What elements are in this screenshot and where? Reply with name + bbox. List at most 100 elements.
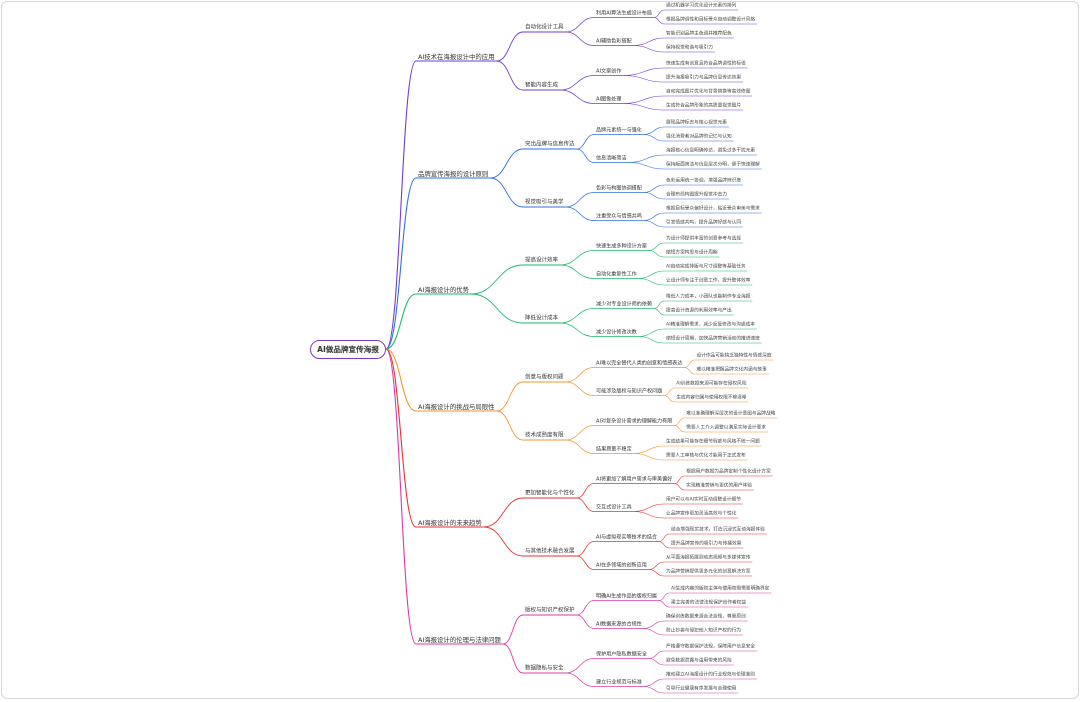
leaf-node[interactable]: 自动完成图片优化与背景替换等高效修图 xyxy=(666,89,751,95)
leaf-node[interactable]: 快速生成有创意且符合品牌调性的标语 xyxy=(666,61,746,67)
leaf-node[interactable]: 从平面海报拓展到动态视频与多媒体宣传 xyxy=(666,555,751,561)
subtopic-node[interactable]: 技术成熟度有限 xyxy=(525,432,564,439)
leaf-node[interactable]: 提升品牌宣传的吸引力与传播效果 xyxy=(671,541,742,547)
topic-node[interactable]: AI与虚拟现实等技术的结合 xyxy=(596,534,658,541)
leaf-node[interactable]: 根据用户数据为品牌定制个性化设计方案 xyxy=(686,469,771,475)
leaf-node[interactable]: 海报核心信息明确传达，避免过多干扰元素 xyxy=(666,148,756,154)
leaf-node[interactable]: 生成符合品牌形象的高质量视觉图片 xyxy=(666,103,742,109)
leaf-node[interactable]: 需要人工审核与优化才能用于正式发布 xyxy=(666,453,746,459)
leaf-node[interactable]: 保持视觉和谐与吸引力 xyxy=(666,45,713,51)
topic-node[interactable]: 快速生成多种设计方案 xyxy=(596,243,647,250)
branch-node[interactable]: AI海报设计的挑战与局限性 xyxy=(418,402,495,411)
connector-line xyxy=(643,678,665,687)
root-node[interactable]: AI做品牌宣传海报 xyxy=(310,340,386,359)
subtopic-node[interactable]: 降低设计成本 xyxy=(525,315,559,322)
subtopic-node[interactable]: 突出品牌与信息传达 xyxy=(525,141,575,148)
branch-node[interactable]: AI技术在海报设计中的应用 xyxy=(418,52,495,61)
leaf-node[interactable]: 为品牌营销提供更多元化的创意解决方案 xyxy=(666,569,751,575)
connector-line xyxy=(385,293,417,350)
subtopic-node[interactable]: 更加智能化与个性化 xyxy=(525,490,575,497)
topic-node[interactable]: AI辅助色彩搭配 xyxy=(596,38,632,45)
leaf-node[interactable]: 通过机器学习优化设计元素的排列 xyxy=(666,3,737,9)
leaf-node[interactable]: 为设计师提供丰富的创意参考与选择 xyxy=(666,236,742,242)
connector-line xyxy=(648,250,665,258)
leaf-node[interactable]: 需要人工介入调整以满足实际设计要求 xyxy=(686,425,766,431)
leaf-node[interactable]: 强化消费者对品牌的记忆与认知 xyxy=(666,134,732,140)
topic-node[interactable]: AI将更加了解用户需求与审美偏好 xyxy=(596,476,673,483)
branch-node[interactable]: 品牌宣传海报的设计原则 xyxy=(418,169,489,178)
topic-node[interactable]: AI难以完全替代人类的创意和情感表达 xyxy=(596,360,683,367)
branch-node[interactable]: AI海报设计的伦理与法律问题 xyxy=(418,635,501,644)
leaf-node[interactable]: 避免数据泄露与滥用带来的风险 xyxy=(666,658,732,664)
branch-node[interactable]: AI海报设计的未来趋势 xyxy=(418,518,482,527)
subtopic-node[interactable]: 自动化设计工具 xyxy=(525,24,564,31)
leaf-node[interactable]: 降低人力成本，小团队也能制作专业海报 xyxy=(666,294,751,300)
topic-node[interactable]: AI在多领域的创新应用 xyxy=(596,562,647,569)
leaf-node[interactable]: 生成结果可能存在细节瑕疵与风格不统一问题 xyxy=(666,439,760,445)
leaf-node[interactable]: 色彩运用统一协调，增强品牌辨识度 xyxy=(666,178,742,184)
topic-node[interactable]: 结果质量不稳定 xyxy=(596,446,632,453)
subtopic-node[interactable]: 创意与版权问题 xyxy=(525,374,564,381)
leaf-node[interactable]: AI精准理解需求，减少反复修改与沟通成本 xyxy=(666,322,755,328)
leaf-node[interactable]: 引发情感共鸣，提升品牌好感与认同 xyxy=(666,220,742,226)
leaf-node[interactable]: 展现品牌标志与核心视觉元素 xyxy=(666,120,727,126)
branch-node[interactable]: AI海报设计的优势 xyxy=(418,285,469,294)
leaf-node[interactable]: 提升海报吸引力与品牌信息传达效果 xyxy=(666,75,742,81)
leaf-node[interactable]: 用户可以与AI实时互动调整设计细节 xyxy=(666,497,741,503)
topic-node[interactable]: 可能涉及版权与知识产权问题 xyxy=(596,388,663,395)
topic-node[interactable]: AI对复杂设计需求的理解能力有限 xyxy=(596,418,673,425)
leaf-node[interactable]: 根据目标受众偏好设计，贴近受众审美与需求 xyxy=(666,206,760,212)
leaf-node[interactable]: 建立完善的法律法规保护创作者权益 xyxy=(671,600,747,606)
leaf-node[interactable]: 确保训练数据来源合法合规，尊重原创 xyxy=(666,614,746,620)
leaf-node[interactable]: 缩短设计周期，加快品牌营销活动的推进速度 xyxy=(666,336,760,342)
leaf-node[interactable]: 根据品牌调性和目标受众自动调整设计风格 xyxy=(666,17,756,23)
leaf-node[interactable]: AI生成内容的版权主体与使用权限需要明确界定 xyxy=(671,586,770,592)
leaf-node[interactable]: 难以准确理解深层次的设计意图与品牌战略 xyxy=(686,411,776,417)
leaf-node[interactable]: 让品牌宣传更加灵活高效与个性化 xyxy=(666,511,737,517)
leaf-node[interactable]: AI训练数据来源可能存在侵权风险 xyxy=(676,381,747,387)
subtopic-node[interactable]: 提高设计效率 xyxy=(525,257,559,264)
topic-node[interactable]: 减少设计修改次数 xyxy=(596,329,637,336)
leaf-node[interactable]: 缩短方案构思与设计周期 xyxy=(666,250,718,256)
leaf-node[interactable]: 智能识别品牌主色调并推荐配色 xyxy=(666,31,732,37)
leaf-node[interactable]: 结合增强现实技术，打造沉浸式互动海报体验 xyxy=(671,527,765,533)
topic-node[interactable]: 明确AI生成作品的版权归属 xyxy=(596,593,658,600)
connector-line xyxy=(490,148,524,179)
subtopic-node[interactable]: 智能内容生成 xyxy=(525,82,559,89)
connector-line xyxy=(385,60,417,350)
leaf-node[interactable]: 严格遵守数据保护法规，保障用户信息安全 xyxy=(666,644,756,650)
topic-node[interactable]: 利用AI算法生成设计布局 xyxy=(596,10,652,17)
connector-line xyxy=(559,264,595,279)
leaf-node[interactable]: 防止抄袭与侵犯他人知识产权的行为 xyxy=(666,628,742,634)
subtopic-node[interactable]: 数据隐私与安全 xyxy=(525,665,564,672)
leaf-node[interactable]: 让设计师专注于创意工作，提升整体效率 xyxy=(666,278,751,284)
topic-node[interactable]: AI图像处理 xyxy=(596,96,622,103)
topic-node[interactable]: AI数据来源的合规性 xyxy=(596,621,642,628)
subtopic-node[interactable]: 与其他技术融合发展 xyxy=(525,548,575,555)
topic-node[interactable]: 交互式设计工具 xyxy=(596,504,632,511)
leaf-node[interactable]: 难以精准把握品牌文化内涵与故事 xyxy=(696,367,767,373)
leaf-node[interactable]: 提高设计资源的利用效率与产出 xyxy=(666,308,732,314)
leaf-node[interactable]: 引导行业健康有序发展与合理使用 xyxy=(666,686,737,692)
topic-node[interactable]: 信息清晰简洁 xyxy=(596,155,627,162)
topic-node[interactable]: 保护用户隐私数据安全 xyxy=(596,651,647,658)
topic-node[interactable]: AI文案创作 xyxy=(596,68,622,75)
subtopic-node[interactable]: 视觉吸引与美学 xyxy=(525,199,564,206)
connector-line xyxy=(643,192,665,200)
leaf-node[interactable]: 推动建立AI海报设计的行业规范与伦理准则 xyxy=(666,672,755,678)
leaf-node[interactable]: 设计作品可能缺乏独特性与情感深度 xyxy=(696,353,772,359)
topic-node[interactable]: 减少对专业设计师的依赖 xyxy=(596,301,653,308)
topic-node[interactable]: 建立行业规范与标准 xyxy=(596,679,642,686)
subtopic-node[interactable]: 版权与知识产权保护 xyxy=(525,607,575,614)
leaf-node[interactable]: 生成内容归属与使用权限不够清晰 xyxy=(676,395,747,401)
connector-line xyxy=(565,439,595,454)
topic-node[interactable]: 自动化重复性工作 xyxy=(596,271,637,278)
leaf-node[interactable]: AI自动完成排版与尺寸调整等基础任务 xyxy=(666,264,746,270)
topic-node[interactable]: 色彩与构图协调搭配 xyxy=(596,185,642,192)
connector-line xyxy=(496,31,524,62)
leaf-node[interactable]: 合理布局构图提升视觉冲击力 xyxy=(666,192,727,198)
leaf-node[interactable]: 保持版面简洁与信息层次分明，便于快速理解 xyxy=(666,162,760,168)
leaf-node[interactable]: 实现精准营销与更优的用户体验 xyxy=(686,483,752,489)
topic-node[interactable]: 品牌元素统一与强化 xyxy=(596,127,642,134)
topic-node[interactable]: 注重受众与情感共鸣 xyxy=(596,213,642,220)
